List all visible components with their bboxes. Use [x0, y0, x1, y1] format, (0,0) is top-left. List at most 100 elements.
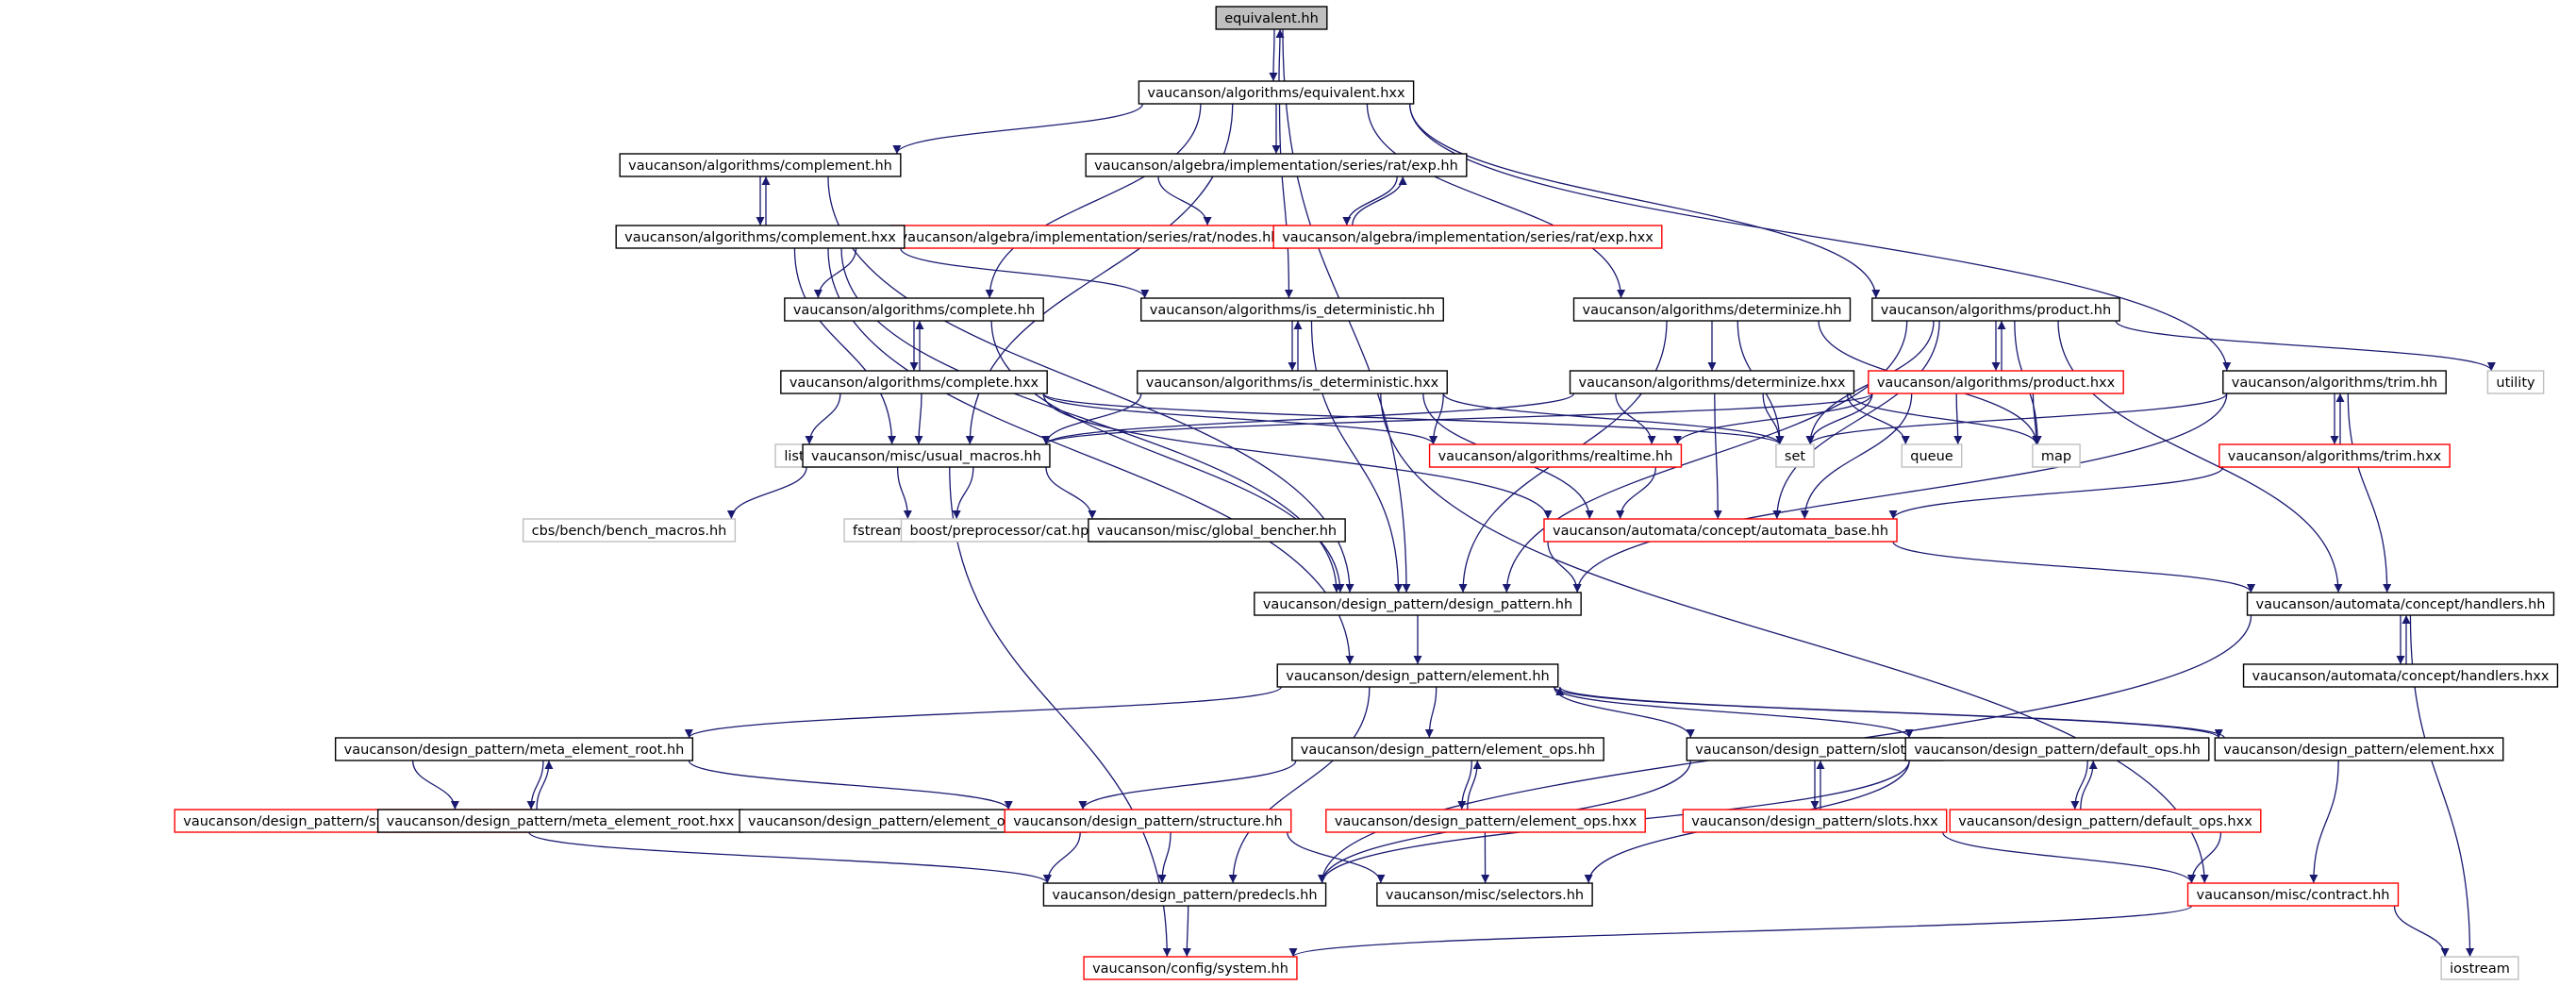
graph-node-n48[interactable]: vaucanson/config/system.hh [1083, 956, 1298, 980]
graph-node-n14[interactable]: vaucanson/algorithms/product.hxx [1868, 370, 2124, 394]
graph-node-n7[interactable]: vaucanson/algorithms/complete.hh [784, 297, 1044, 322]
edge-n14-to-n19 [1672, 393, 1873, 445]
edge-n13-to-n18 [1041, 393, 1575, 445]
edge-n12-to-n18 [1041, 393, 1142, 445]
graph-node-n29[interactable]: vaucanson/design_pattern/design_pattern.… [1254, 592, 1582, 616]
node-label: vaucanson/algorithms/complement.hxx [624, 230, 896, 245]
node-box [1868, 370, 2124, 394]
node-label: queue [1910, 449, 1953, 464]
graph-node-n22: map [2032, 443, 2081, 468]
edge-n13-to-n28 [1713, 393, 1722, 520]
graph-node-n37[interactable]: vaucanson/design_pattern/element.hxx [2214, 737, 2504, 761]
graph-node-n47[interactable]: vaucanson/misc/contract.hh [2186, 882, 2400, 907]
node-box [2222, 370, 2447, 394]
node-box [1276, 663, 1559, 688]
graph-node-n8[interactable]: vaucanson/algorithms/is_deterministic.hh [1140, 297, 1444, 322]
graph-node-n6[interactable]: vaucanson/algorithms/complement.hxx [615, 225, 906, 249]
edge-n10-to-n28 [1772, 320, 1940, 520]
edge-n1-to-n8 [1278, 103, 1293, 299]
edge-n11-to-n28 [1042, 393, 1553, 520]
node-label: map [2041, 449, 2071, 464]
edge-n18-to-n25 [896, 466, 912, 520]
node-box [1871, 297, 2120, 322]
graph-node-n18[interactable]: vaucanson/misc/usual_macros.hh [802, 443, 1051, 468]
edge-n6-to-n18 [793, 247, 897, 445]
graph-node-n11[interactable]: vaucanson/algorithms/complete.hxx [780, 370, 1048, 394]
edge-n37-to-n31 [1555, 686, 2225, 739]
edge-n31-to-n36 [1554, 686, 1914, 739]
node-box [2032, 443, 2081, 468]
edge-n19-to-n28 [1616, 466, 1656, 520]
edge-n34-to-n40 [1078, 760, 1297, 811]
graph-node-n13[interactable]: vaucanson/algorithms/determinize.hxx [1569, 370, 1855, 394]
graph-node-n44[interactable]: vaucanson/design_pattern/default_ops.hxx [1949, 809, 2262, 833]
node-label: vaucanson/algorithms/complete.hxx [789, 376, 1039, 391]
graph-node-n49: iostream [2440, 956, 2519, 980]
graph-node-n19[interactable]: vaucanson/algorithms/realtime.hh [1428, 443, 1683, 468]
node-label: boost/preprocessor/cat.hpp [909, 524, 1097, 539]
graph-node-n39[interactable]: vaucanson/design_pattern/meta_element_ro… [376, 809, 744, 833]
graph-node-n27[interactable]: vaucanson/misc/global_bencher.hh [1088, 518, 1346, 543]
node-label: vaucanson/design_pattern/element.hh [1286, 669, 1550, 684]
graph-node-n26: boost/preprocessor/cat.hpp [900, 518, 1107, 543]
graph-node-n33[interactable]: vaucanson/design_pattern/meta_element_ro… [334, 737, 694, 761]
node-box [1682, 809, 1948, 833]
node-label: vaucanson/algorithms/equivalent.hxx [1147, 86, 1405, 101]
node-label: vaucanson/design_pattern/default_ops.hh [1914, 743, 2201, 758]
graph-node-n15[interactable]: vaucanson/algorithms/trim.hh [2222, 370, 2447, 394]
node-box [1272, 225, 1663, 249]
edge-n15-to-n30 [2347, 393, 2392, 593]
graph-node-n23[interactable]: vaucanson/algorithms/trim.hxx [2219, 443, 2451, 468]
graph-node-n42[interactable]: vaucanson/design_pattern/element_ops.hxx [1325, 809, 1646, 833]
graph-node-n10[interactable]: vaucanson/algorithms/product.hh [1871, 297, 2120, 322]
edge-n33-to-n39 [526, 760, 544, 811]
graph-node-n9[interactable]: vaucanson/algorithms/determinize.hh [1572, 297, 1852, 322]
graph-node-n41[interactable]: vaucanson/design_pattern/structure.hh [1004, 809, 1292, 833]
edge-n41-to-n46 [1287, 831, 1386, 884]
graph-node-n28[interactable]: vaucanson/automata/concept/automata_base… [1543, 518, 1898, 543]
graph-node-n31[interactable]: vaucanson/design_pattern/element.hh [1276, 663, 1559, 688]
node-box [1376, 882, 1593, 907]
graph-node-n32[interactable]: vaucanson/automata/concept/handlers.hxx [2242, 663, 2559, 688]
graph-node-n5[interactable]: vaucanson/algebra/implementation/series/… [1272, 225, 1663, 249]
graph-node-n12[interactable]: vaucanson/algorithms/is_deterministic.hx… [1137, 370, 1448, 394]
graph-node-n35[interactable]: vaucanson/design_pattern/slots.hh [1686, 737, 1944, 761]
node-label: vaucanson/algorithms/is_deterministic.hx… [1146, 376, 1439, 391]
edge-n28-to-n30 [1892, 541, 2255, 593]
edge-n11-to-n18 [914, 393, 923, 445]
node-label: iostream [2450, 961, 2510, 977]
node-label: fstream [853, 524, 906, 539]
edge-n18-to-n24 [726, 466, 807, 520]
edge-n12-to-n20 [1442, 393, 1785, 445]
edge-n15-to-n20 [1805, 393, 2228, 445]
node-box [1215, 6, 1328, 30]
graph-node-n4[interactable]: vaucanson/algebra/implementation/series/… [889, 225, 1289, 249]
graph-node-n30[interactable]: vaucanson/automata/concept/handlers.hh [2246, 592, 2555, 616]
edge-n6-to-n31 [827, 247, 1354, 665]
node-label: vaucanson/design_pattern/element_ops.hh [1301, 743, 1595, 758]
node-box [1428, 443, 1683, 468]
graph-node-n1[interactable]: vaucanson/algorithms/equivalent.hxx [1138, 80, 1415, 105]
node-box [2246, 592, 2555, 616]
graph-node-n2[interactable]: vaucanson/algorithms/complement.hh [619, 153, 902, 177]
graph-node-n46[interactable]: vaucanson/misc/selectors.hh [1376, 882, 1593, 907]
node-label: vaucanson/design_pattern/structure.hh [1013, 814, 1283, 829]
graph-node-n3[interactable]: vaucanson/algebra/implementation/series/… [1085, 153, 1468, 177]
edge-n11-to-n17 [805, 393, 841, 445]
node-label: vaucanson/design_pattern/meta_element_ro… [387, 814, 735, 829]
edge-n13-to-n19 [1615, 393, 1656, 445]
graph-node-n24: cbs/bench/bench_macros.hh [522, 518, 737, 543]
graph-node-n45[interactable]: vaucanson/design_pattern/predecls.hh [1042, 882, 1327, 907]
graph-node-n34[interactable]: vaucanson/design_pattern/element_ops.hh [1291, 737, 1604, 761]
edge-n47-to-n49 [2393, 905, 2450, 958]
edge-n14-to-n21 [1953, 393, 1963, 445]
edge-n1-to-n2 [892, 103, 1144, 155]
edge-n31-to-n45 [1228, 686, 1371, 884]
node-label: vaucanson/design_pattern/predecls.hh [1052, 888, 1317, 903]
graph-node-n36[interactable]: vaucanson/design_pattern/default_ops.hh [1904, 737, 2210, 761]
node-box [2186, 882, 2400, 907]
node-label: vaucanson/misc/usual_macros.hh [811, 449, 1041, 464]
graph-node-n20: set [1775, 443, 1815, 468]
graph-node-n43[interactable]: vaucanson/design_pattern/slots.hxx [1682, 809, 1948, 833]
